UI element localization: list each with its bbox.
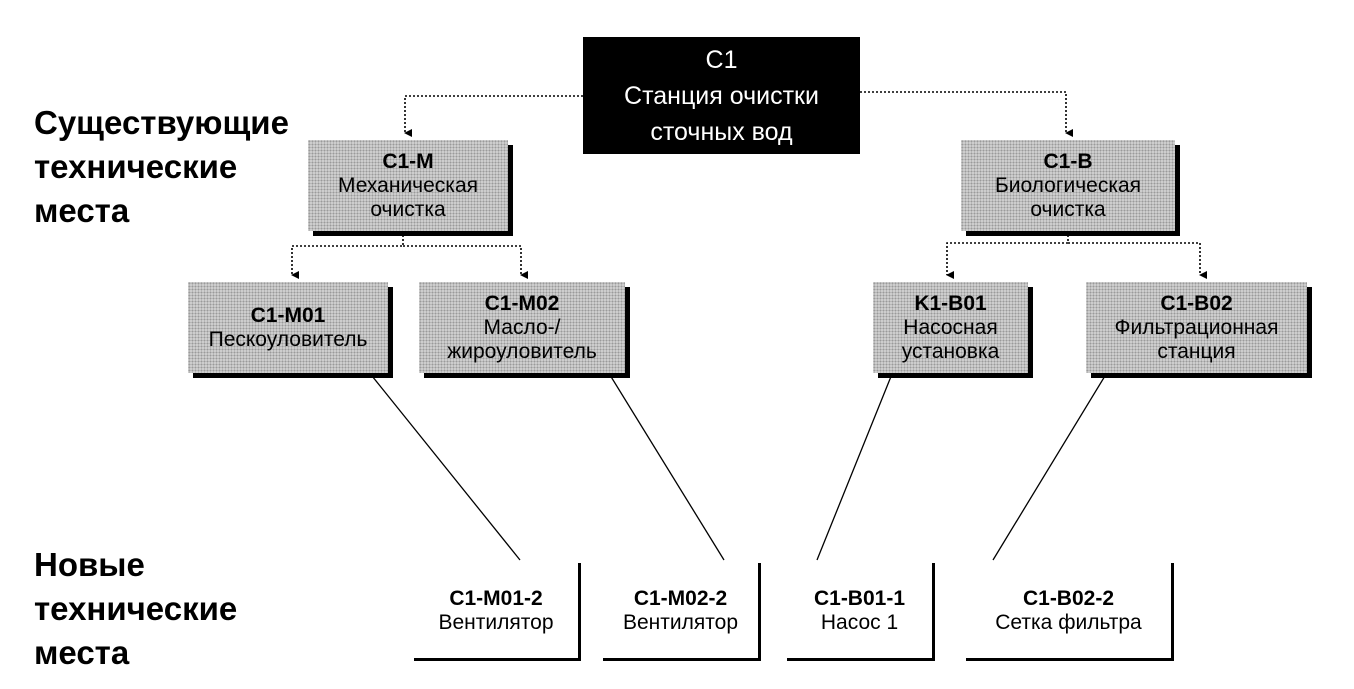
node-line2: установка [901, 339, 1000, 363]
root-node-c1: C1 Станция очистки сточных вод [583, 37, 860, 154]
node-c1-m: C1-M Механическая очистка [308, 140, 508, 231]
new-node-c1-b02-2: C1-B02-2 Сетка фильтра [966, 563, 1174, 661]
new-node-name: Вентилятор [438, 610, 554, 634]
node-code: C1-M01 [250, 303, 326, 327]
node-line1: Насосная [903, 315, 998, 339]
node-line2: станция [1157, 339, 1236, 363]
connector-root-to-mech [404, 95, 583, 137]
connector-mech-to-m02 [403, 245, 528, 279]
node-line2: очистка [370, 197, 446, 221]
new-node-code: C1-M02-2 [633, 586, 728, 610]
node-line1: Механическая [337, 173, 479, 197]
new-node-name: Сетка фильтра [995, 610, 1142, 634]
node-c1-b: C1-B Биологическая очистка [961, 140, 1175, 231]
node-line1: Фильтрационная [1114, 315, 1279, 339]
node-line1: Пескоуловитель [208, 327, 368, 351]
root-line2: сточных вод [650, 117, 793, 146]
new-node-code: C1-B01-1 [813, 586, 906, 610]
new-node-code: C1-B02-2 [1022, 586, 1115, 610]
node-code: C1-B [1043, 149, 1093, 173]
new-node-c1-m01-2: C1-M01-2 Вентилятор [414, 563, 581, 661]
existing-places-label: Существующие технические места [34, 104, 289, 229]
node-code: C1-B02 [1160, 291, 1233, 315]
new-node-name: Насос 1 [820, 610, 899, 634]
new-node-name: Вентилятор [623, 610, 738, 634]
node-line2: очистка [1030, 197, 1106, 221]
node-k1-b01: K1-B01 Насосная установка [873, 282, 1028, 373]
new-node-c1-m02-2: C1-M02-2 Вентилятор [603, 563, 761, 661]
node-code: C1-M02 [484, 291, 560, 315]
root-code: C1 [705, 45, 738, 74]
node-code: C1-M [382, 149, 434, 173]
node-code: K1-B01 [914, 291, 987, 315]
connector-bio-to-b01 [946, 231, 1069, 279]
connector-root-to-bio [860, 91, 1073, 137]
node-c1-m02: C1-M02 Масло-/ жироуловитель [419, 282, 625, 373]
connector-bio-to-b02 [1068, 242, 1207, 279]
root-line1: Станция очистки [624, 81, 819, 110]
connector-mech-to-m01 [291, 231, 404, 279]
node-c1-m01: C1-M01 Пескоуловитель [188, 282, 388, 373]
node-c1-b02: C1-B02 Фильтрационная станция [1086, 282, 1307, 373]
node-line1: Биологическая [994, 173, 1142, 197]
node-line2: жироуловитель [447, 339, 597, 363]
new-node-c1-b01-1: C1-B01-1 Насос 1 [787, 563, 935, 661]
new-places-label: Новые технические места [34, 546, 238, 671]
new-node-code: C1-M01-2 [449, 586, 543, 610]
node-line1: Масло-/ [483, 315, 561, 339]
